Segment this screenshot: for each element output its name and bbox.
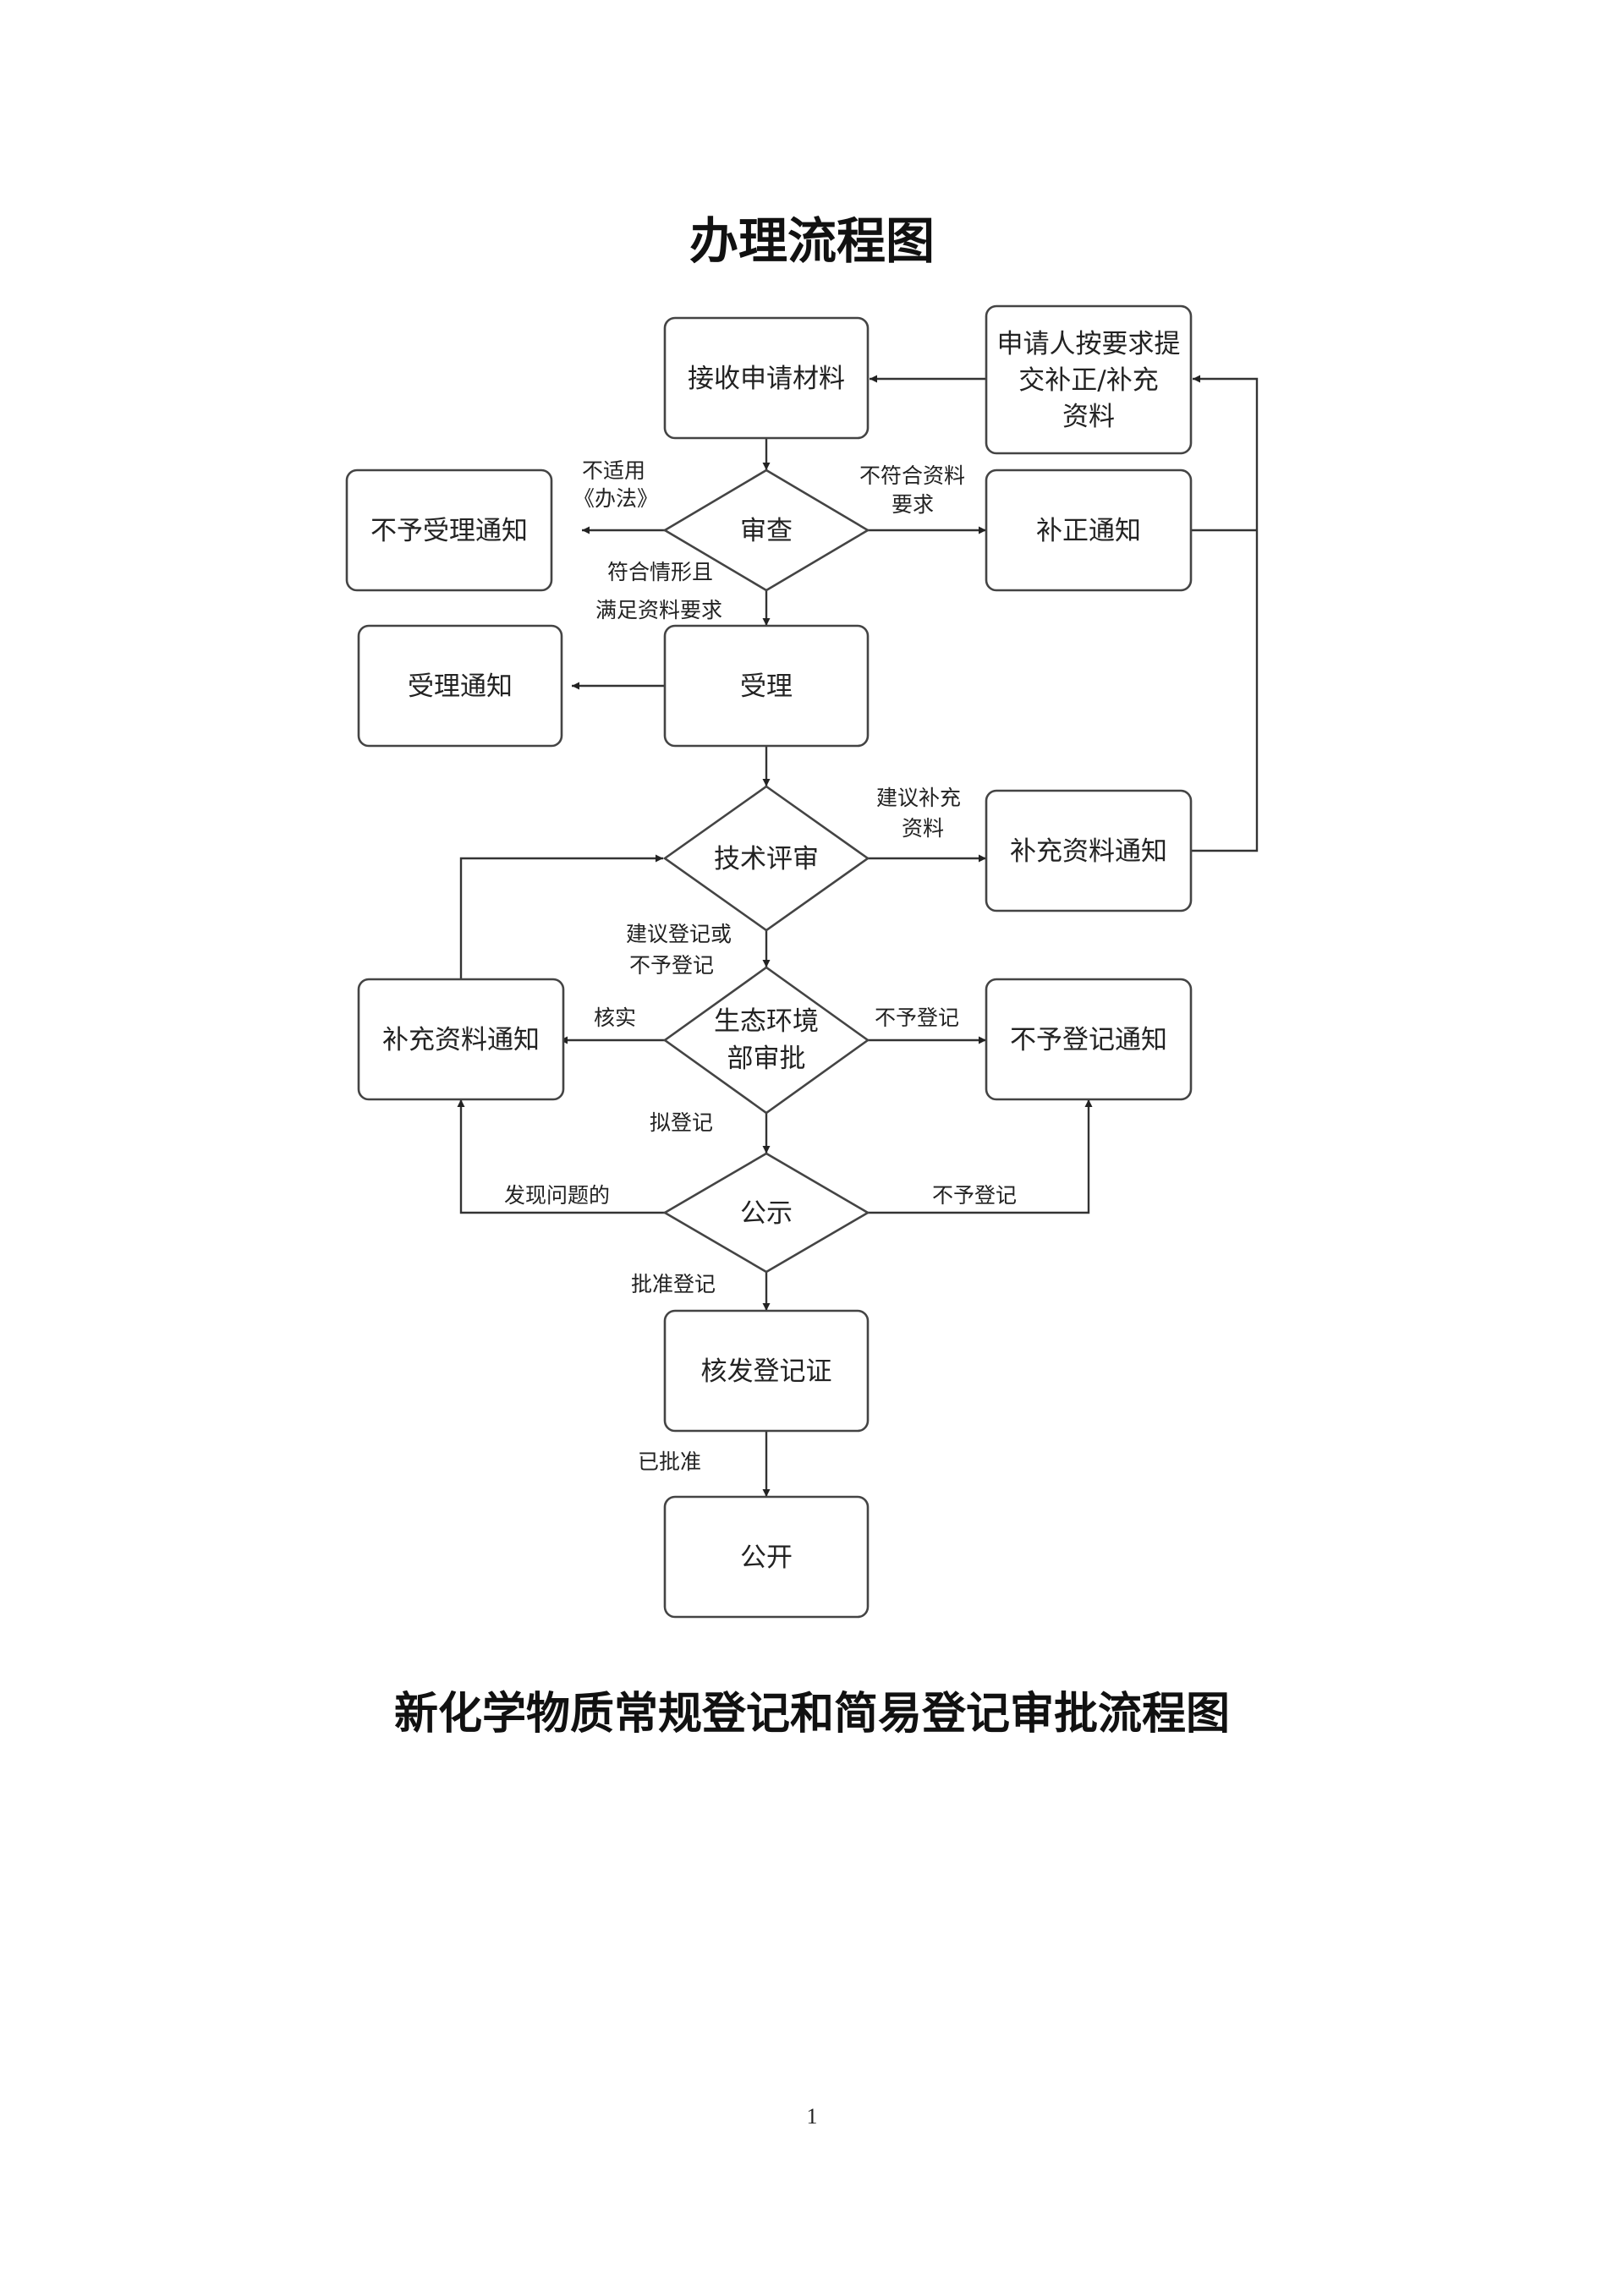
edge-label-suggest-supplement-2: 资料 [902, 816, 944, 841]
figure-caption: 新化学物质常规登记和简易登记审批流程图 [393, 1688, 1230, 1740]
node-reject-notice-label: 不予受理通知 [370, 516, 528, 546]
node-supplement-submit-line-3: 资料 [1062, 402, 1115, 432]
node-supplement-submit-line-1: 申请人按要求提 [997, 329, 1181, 359]
edge-label-not-applicable-1: 不适用 [582, 458, 645, 483]
node-correction-notice-label: 补正通知 [1036, 516, 1141, 546]
node-issue-certificate-label: 核发登记证 [701, 1356, 832, 1387]
edge-label-not-applicable-2: 《办法》 [573, 486, 658, 511]
node-accept: 受理 [663, 624, 870, 748]
flow-connectors [457, 375, 1259, 1497]
decision-ministry-approval-line-2: 部审批 [727, 1044, 806, 1074]
edge-label-not-meet-1: 不符合资料 [859, 463, 965, 488]
node-supplement-notice-2-label: 补充资料通知 [382, 1025, 540, 1055]
node-accept-label: 受理 [740, 671, 793, 702]
decision-ministry-approval-line-1: 生态环境 [714, 1006, 819, 1037]
decision-publicity: 公示 [662, 1152, 870, 1274]
decision-review: 审查 [662, 469, 870, 592]
node-accept-notice: 受理通知 [357, 624, 563, 748]
edge-label-meets-2: 满足资料要求 [595, 598, 722, 622]
node-no-register-notice-label: 不予登记通知 [1010, 1025, 1167, 1055]
node-supplement-submit: 申请人按要求提 交补正/补充 资料 [985, 304, 1193, 455]
edge-label-suggest-supplement-1: 建议补充 [876, 786, 961, 810]
edge-labels: 不适用 《办法》 不符合资料 要求 符合情形且 满足资料要求 建议补充 资料 建… [504, 458, 1017, 1474]
node-correction-notice: 补正通知 [985, 469, 1193, 592]
node-no-register-notice: 不予登记通知 [985, 978, 1193, 1101]
edge-label-plan-register: 拟登记 [650, 1110, 713, 1135]
decision-review-label: 审查 [740, 516, 793, 546]
edge-label-problem-found: 发现问题的 [504, 1183, 610, 1208]
decision-tech-review-label: 技术评审 [714, 844, 819, 874]
node-supplement-submit-line-2: 交补正/补充 [1018, 365, 1158, 396]
edge-label-verify: 核实 [594, 1006, 636, 1030]
node-publish-label: 公开 [740, 1543, 793, 1573]
decision-ministry-approval: 生态环境 部审批 [662, 966, 870, 1115]
edge-label-suggest-register-1: 建议登记或 [626, 922, 732, 946]
node-publish: 公开 [663, 1495, 870, 1619]
edge-feedback-to-submit [1191, 375, 1259, 852]
page-number: 1 [806, 2104, 818, 2129]
node-receive-label: 接收申请材料 [688, 364, 845, 394]
node-receive: 接收申请材料 [663, 316, 870, 440]
edge-publicity-to-noregister [868, 1099, 1093, 1214]
node-accept-notice-label: 受理通知 [408, 671, 513, 702]
node-reject-notice: 不予受理通知 [345, 469, 553, 592]
page-title: 办理流程图 [689, 212, 935, 270]
node-supplement-notice-2: 补充资料通知 [357, 978, 565, 1101]
edge-label-no-register-2: 不予登记 [932, 1183, 1017, 1208]
edge-label-suggest-register-2: 不予登记 [629, 953, 714, 978]
decision-publicity-label: 公示 [740, 1198, 793, 1229]
node-supplement-notice-1: 补充资料通知 [985, 789, 1193, 912]
decision-tech-review: 技术评审 [662, 785, 870, 932]
edge-publicity-to-supplement [457, 1099, 665, 1214]
edge-label-meets-1: 符合情形且 [607, 560, 713, 584]
edge-label-approve-register: 批准登记 [631, 1272, 716, 1296]
edge-label-approved: 已批准 [638, 1449, 701, 1474]
node-issue-certificate: 核发登记证 [663, 1309, 870, 1433]
edge-supplement-to-tech [459, 854, 663, 979]
edge-label-no-register-1: 不予登记 [875, 1006, 959, 1030]
edge-label-not-meet-2: 要求 [892, 492, 934, 517]
node-supplement-notice-1-label: 补充资料通知 [1010, 836, 1167, 867]
